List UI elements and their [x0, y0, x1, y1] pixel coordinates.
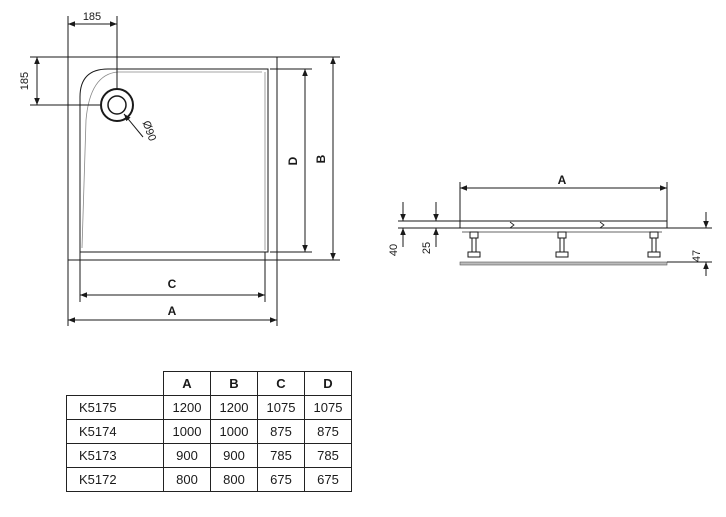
label-D: D	[286, 156, 300, 165]
label-A-plan: A	[168, 304, 177, 318]
cell-D: 785	[304, 443, 352, 468]
tray-outline	[67, 56, 278, 261]
cell-A: 1200	[163, 395, 211, 420]
table-header-row: A B C D	[66, 371, 352, 396]
tray-basin	[79, 68, 269, 253]
table-corner-cell	[66, 371, 164, 396]
header-B: B	[210, 371, 258, 396]
cell-B: 800	[210, 467, 258, 492]
cell-D: 675	[304, 467, 352, 492]
foot-right	[647, 231, 661, 258]
dimension-table: A B C D K5175 1200 1200 1075 1075 K5174 …	[66, 371, 352, 492]
cell-C: 875	[257, 419, 305, 444]
cell-A: 1000	[163, 419, 211, 444]
model-cell: K5175	[66, 395, 164, 420]
side-view	[398, 182, 712, 276]
dim-25: 25	[421, 242, 433, 254]
model-cell: K5173	[66, 443, 164, 468]
label-C: C	[168, 277, 177, 291]
table-row: K5174 1000 1000 875 875	[66, 419, 352, 444]
table-row: K5173 900 900 785 785	[66, 443, 352, 468]
label-B: B	[314, 154, 328, 163]
model-cell: K5174	[66, 419, 164, 444]
foot-middle	[555, 231, 569, 258]
header-A: A	[163, 371, 211, 396]
label-A-side: A	[558, 173, 567, 187]
plan-view	[30, 16, 340, 326]
model-cell: K5172	[66, 467, 164, 492]
cell-B: 1200	[210, 395, 258, 420]
dim-corner-x: 185	[83, 11, 101, 23]
header-D: D	[304, 371, 352, 396]
dim-47: 47	[691, 250, 703, 262]
cell-C: 785	[257, 443, 305, 468]
foot-left	[467, 231, 481, 258]
floor-line	[459, 261, 668, 266]
cell-B: 1000	[210, 419, 258, 444]
cell-A: 800	[163, 467, 211, 492]
dim-40: 40	[388, 244, 400, 256]
cell-D: 875	[304, 419, 352, 444]
table-row: K5175 1200 1200 1075 1075	[66, 395, 352, 420]
dim-drain: Ø90	[140, 119, 158, 143]
drain-inner	[107, 95, 127, 115]
cell-C: 1075	[257, 395, 305, 420]
cell-C: 675	[257, 467, 305, 492]
cell-A: 900	[163, 443, 211, 468]
table-row: K5172 800 800 675 675	[66, 467, 352, 492]
cell-D: 1075	[304, 395, 352, 420]
dim-corner-y: 185	[19, 72, 31, 90]
cell-B: 900	[210, 443, 258, 468]
drain-outer	[100, 88, 134, 122]
header-C: C	[257, 371, 305, 396]
